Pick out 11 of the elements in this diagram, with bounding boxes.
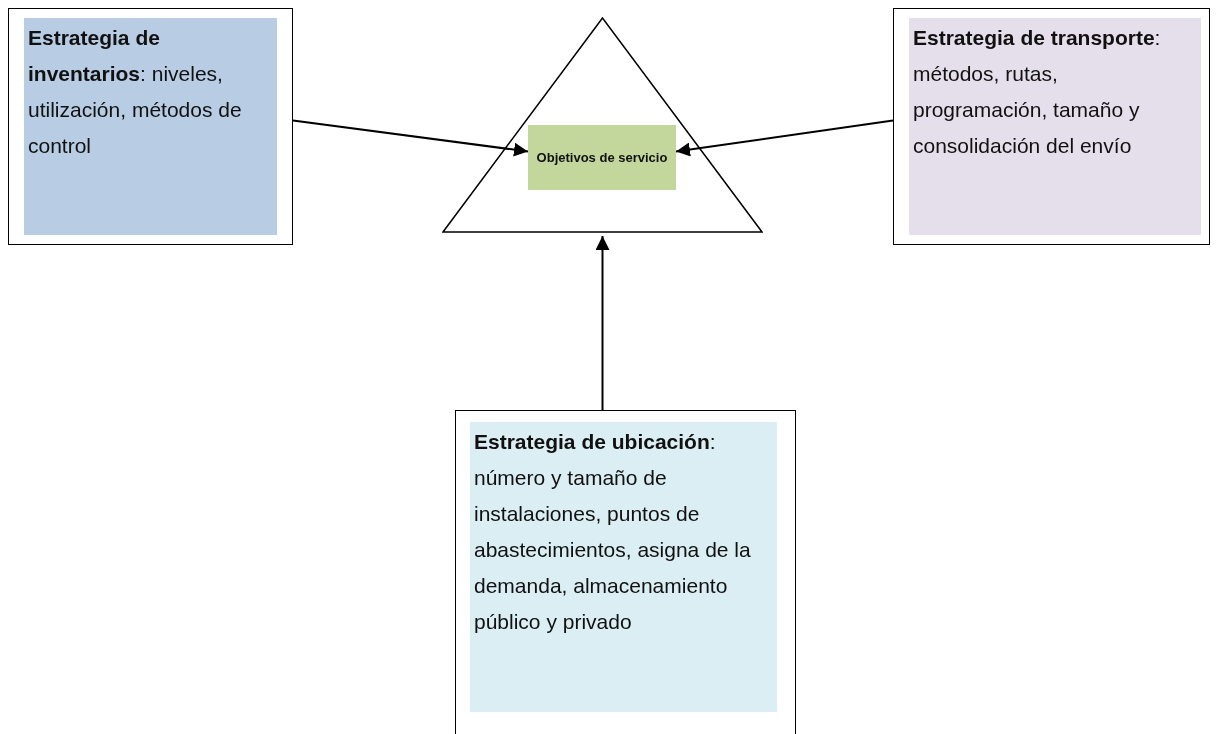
- objective-box: Objetivos de servicio: [528, 125, 676, 190]
- arrow: [595, 235, 610, 411]
- strategy-box: [8, 8, 293, 245]
- strategy-box: [455, 410, 796, 734]
- strategy-text: Estrategia de inventarios: niveles, utilización, métodos de control: [28, 25, 243, 159]
- triangle-shape: [442, 17, 763, 233]
- strategy-box: [893, 8, 1210, 245]
- arrow: [292, 119, 529, 157]
- arrow: [675, 119, 894, 157]
- strategy-text: Estrategia de transporte: métodos, rutas, programación, tamaño y consolidación del envío: [913, 25, 1162, 159]
- strategy-text: Estrategia de ubicación: número y tamaño de instalaciones, puntos de abastecimientos, asigna de la demanda, almacenamiento público y privado: [474, 429, 752, 635]
